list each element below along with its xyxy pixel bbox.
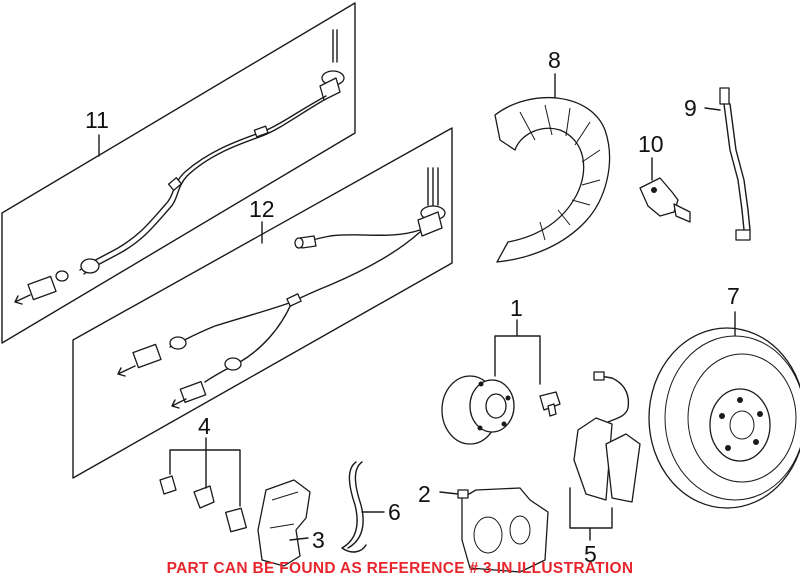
- callout-3: 3: [312, 527, 325, 553]
- callout-7: 7: [727, 283, 740, 309]
- wear-sensor-part-9: [719, 87, 751, 241]
- callout-11: 11: [85, 107, 109, 133]
- splash-shield-part-8: [494, 97, 611, 263]
- callout-10: 10: [638, 131, 664, 157]
- callout-2: 2: [418, 481, 431, 507]
- leader-lines: [98, 73, 736, 541]
- anti-rattle-clip-part-6: [341, 461, 367, 553]
- abs-sensor-part-10: [639, 177, 691, 223]
- footer-note: PART CAN BE FOUND AS REFERENCE # 3 IN IL…: [167, 560, 634, 577]
- callout-6: 6: [388, 499, 401, 525]
- panel-11-harness: [1, 2, 356, 344]
- brake-rotor-part-7: [648, 327, 800, 509]
- guide-pins-part-4: [159, 475, 247, 533]
- callout-5: 5: [584, 541, 597, 567]
- callout-1: 1: [510, 295, 523, 321]
- callout-4: 4: [198, 413, 211, 439]
- caliper-bracket-part-3: [257, 479, 311, 567]
- callout-12: 12: [249, 196, 275, 222]
- callout-8: 8: [548, 47, 561, 73]
- wheel-hub-part-1: [441, 375, 561, 445]
- callout-9: 9: [684, 95, 697, 121]
- brake-pads-part-5: [573, 371, 641, 503]
- callout-numbers: 11 12 1 4 5 8 9 10 7 2 3 6: [85, 47, 740, 567]
- panel-12-harness: [72, 127, 453, 479]
